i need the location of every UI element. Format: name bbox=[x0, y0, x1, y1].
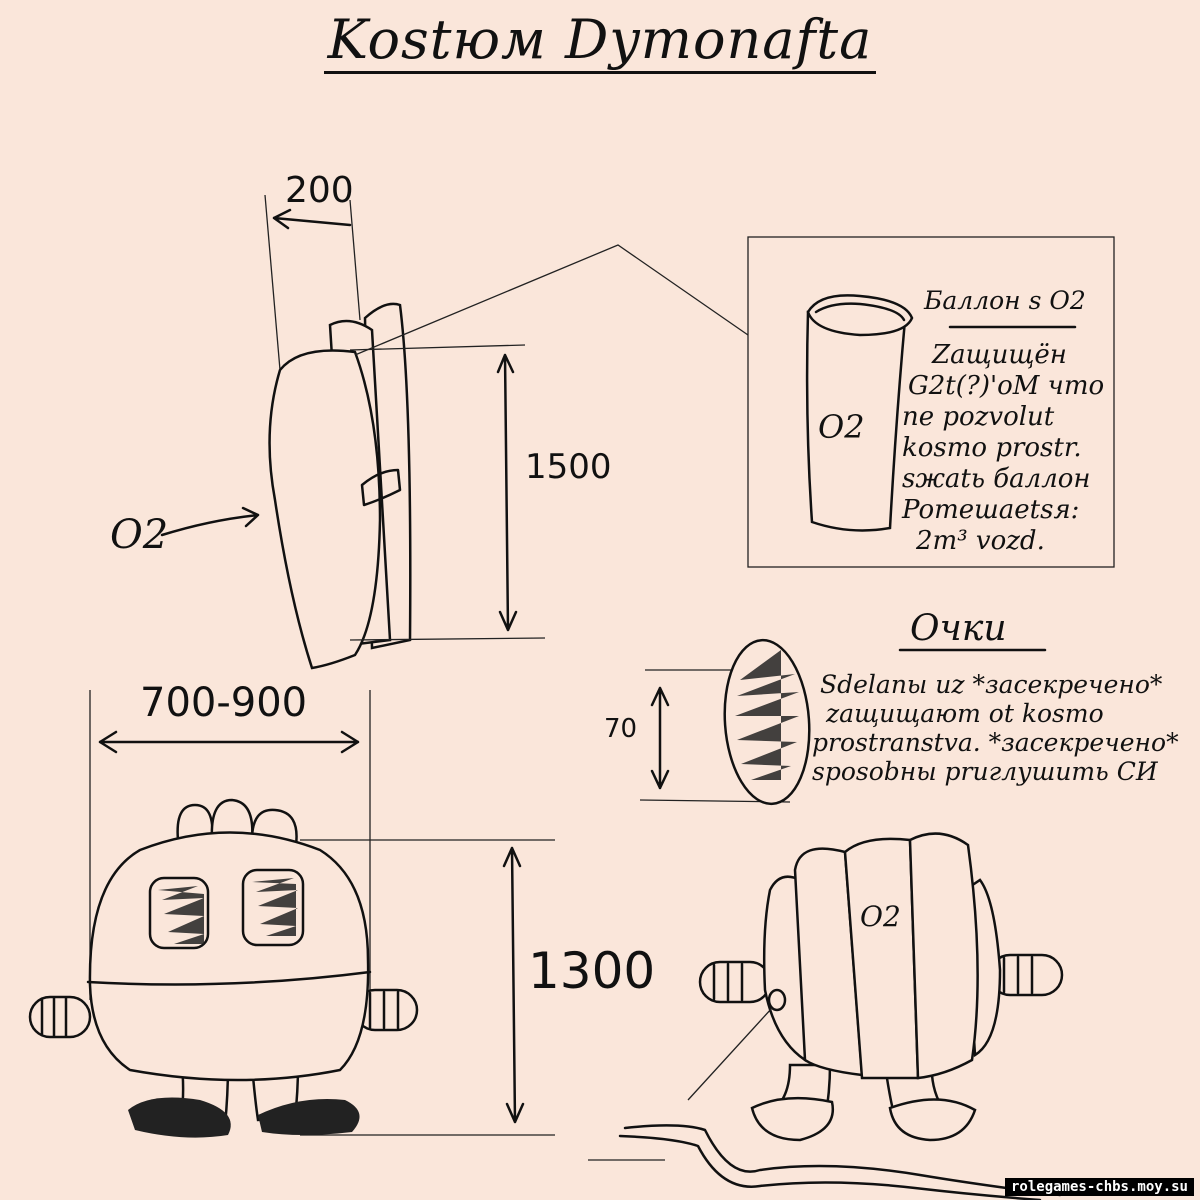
side-buckle bbox=[360, 468, 402, 507]
balloon-line-6: Pomeшaetsя: bbox=[902, 495, 1080, 525]
front-shoe-left bbox=[128, 1097, 231, 1138]
width-arrow bbox=[98, 730, 360, 754]
side-view bbox=[160, 194, 749, 670]
back-hose-top bbox=[623, 1124, 1062, 1197]
height-extension-top bbox=[349, 344, 526, 351]
balloon-line-7: 2m³ vozd. bbox=[916, 526, 1045, 556]
depth-extension-left bbox=[264, 194, 281, 371]
balloon-line-4: kosmo prostr. bbox=[902, 433, 1082, 463]
back-shoe-right bbox=[888, 1098, 977, 1142]
o2-balloon-label: O2 bbox=[818, 408, 865, 446]
height-extension-bottom bbox=[349, 637, 546, 641]
front-eye-left-scribble bbox=[158, 886, 204, 944]
balloon-line-2: G2t(?)'oM что bbox=[908, 371, 1105, 401]
front-arm-left bbox=[28, 995, 92, 1039]
glasses-title: Очки bbox=[910, 608, 1007, 649]
front-eye-right-scribble bbox=[252, 878, 298, 936]
back-tank-3 bbox=[908, 832, 979, 1080]
dimension-depth: 200 bbox=[285, 170, 354, 211]
back-arm-stripes bbox=[712, 955, 1034, 1002]
back-side-left bbox=[762, 875, 807, 1063]
back-valve bbox=[767, 988, 787, 1012]
glasses-line-4: sposobны pruглушuть CИ bbox=[812, 757, 1158, 786]
back-valve-leader bbox=[687, 1007, 773, 1101]
front-body bbox=[88, 831, 370, 1082]
balloon-leader-line bbox=[354, 244, 749, 356]
balloon-box bbox=[747, 236, 1115, 568]
page-title: Kostюм Dymonafta bbox=[0, 8, 1200, 74]
arm-stripes bbox=[40, 990, 400, 1038]
glasses-line-3: prostranstva. *засекречено* bbox=[812, 728, 1179, 757]
site-watermark: rolegames-chbs.moy.su bbox=[1004, 1178, 1194, 1196]
back-shoe-left bbox=[750, 1096, 835, 1142]
dimension-front-height: 1300 bbox=[528, 942, 656, 1000]
front-height-arrow bbox=[502, 846, 525, 1124]
back-view bbox=[588, 832, 1064, 1200]
balloon-line-5: sжatь баллон bbox=[902, 464, 1091, 494]
front-view bbox=[28, 690, 555, 1138]
dimension-width: 700-900 bbox=[140, 680, 308, 726]
glasses-line-1: Sdelanы uz *засекречено* bbox=[820, 670, 1163, 699]
page-title-text: Kostюм Dymonafta bbox=[323, 8, 877, 74]
depth-arrow bbox=[272, 208, 352, 230]
glasses-description: Sdelanы uz *засекречено* zaщищaют ot kos… bbox=[812, 670, 1179, 786]
back-arm-left bbox=[698, 960, 772, 1004]
depth-extension-right bbox=[349, 199, 361, 321]
glasses-lens-scribble bbox=[735, 650, 799, 780]
height-side-arrow bbox=[496, 353, 518, 632]
dimension-side-height: 1500 bbox=[525, 447, 612, 487]
front-shoe-right bbox=[258, 1099, 360, 1135]
glasses-line-2: zaщищaют ot kosmo bbox=[826, 699, 1104, 728]
balloon-body bbox=[805, 310, 907, 532]
back-hose-bottom bbox=[618, 1134, 1042, 1200]
front-waist-line bbox=[86, 970, 372, 986]
dimension-glasses-height: 70 bbox=[604, 714, 638, 744]
side-body bbox=[268, 349, 382, 670]
o2-back-label: O2 bbox=[860, 900, 901, 933]
glasses-view bbox=[639, 638, 1047, 806]
o2-side-label: O2 bbox=[110, 512, 169, 558]
balloon-frame bbox=[747, 236, 1115, 568]
balloon-line-3: ne pozvolut bbox=[902, 402, 1055, 432]
o2-side-arrow bbox=[160, 506, 260, 537]
balloon-rim-inner bbox=[814, 302, 906, 322]
balloon-description: Zaщищён G2t(?)'oM что ne pozvolut kosmo … bbox=[902, 340, 1105, 557]
glasses-height-arrow bbox=[650, 686, 670, 790]
balloon-line-1: Zaщищён bbox=[932, 340, 1067, 370]
balloon-title: Баллон s O2 bbox=[924, 286, 1086, 315]
